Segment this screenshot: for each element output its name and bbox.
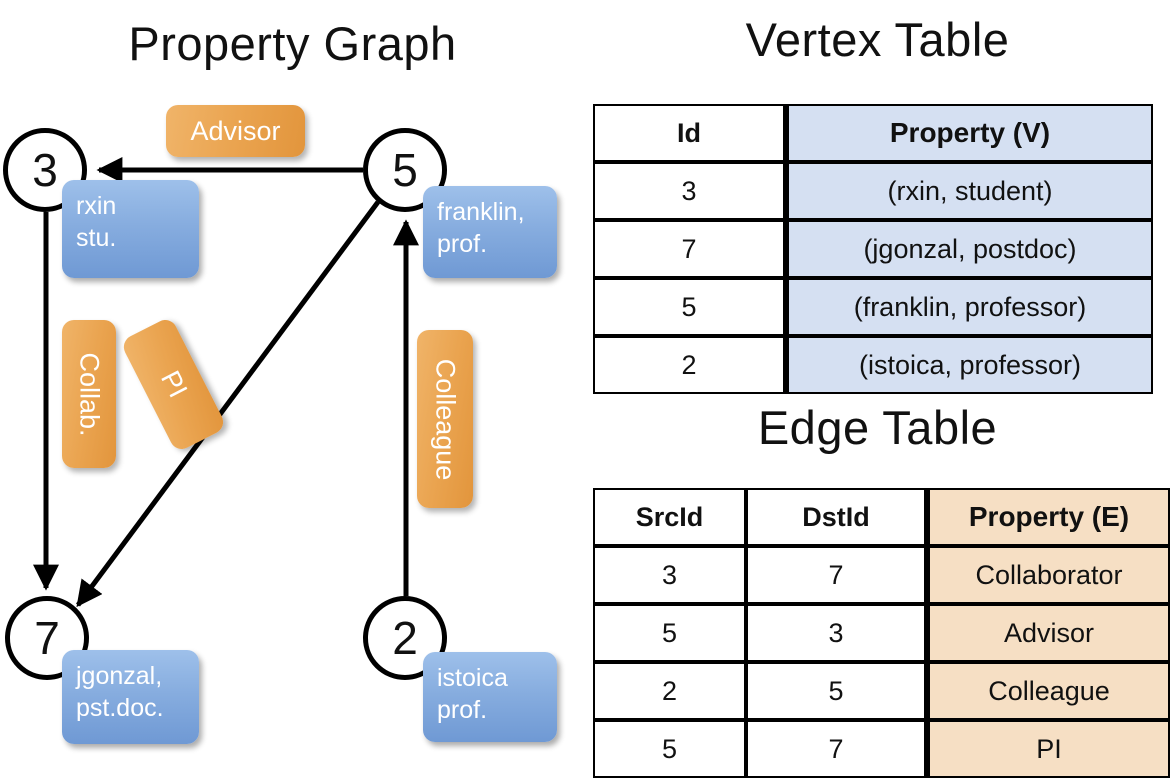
edge-table-cell-srcid: 5	[593, 604, 746, 662]
vertex-table-cell-property: (franklin, professor)	[785, 278, 1153, 336]
table-row: 7 (jgonzal, postdoc)	[593, 220, 1153, 278]
vertex-property-callout-rxin: rxin stu.	[62, 180, 199, 278]
vertex-property-callout-jgonzal-line1: jgonzal,	[76, 662, 163, 690]
edge-table-cell-property: PI	[926, 720, 1170, 778]
edge-property-callout-pi-text: PI	[154, 366, 194, 403]
table-row: 3 (rxin, student)	[593, 162, 1153, 220]
vertex-property-callout-rxin-line1: rxin	[76, 192, 117, 220]
vertex-table-cell-id: 7	[593, 220, 785, 278]
table-row: 5 (franklin, professor)	[593, 278, 1153, 336]
graph-vertex-7-id: 7	[34, 612, 60, 664]
vertex-property-callout-istoica-line2: prof.	[437, 696, 488, 724]
edge-property-callout-colleague-text: Colleague	[430, 358, 461, 480]
graph-edges-layer	[33, 157, 419, 608]
graph-vertex-5[interactable]: 5	[363, 128, 447, 212]
edge-table-cell-dstid: 7	[746, 720, 926, 778]
vertex-property-callout-rxin-line2: stu.	[76, 224, 117, 252]
edge-table-header-row: SrcId DstId Property (E)	[593, 488, 1170, 546]
edge-table-cell-srcid: 3	[593, 546, 746, 604]
edge-table-cell-srcid: 2	[593, 662, 746, 720]
edge-table-cell-property: Colleague	[926, 662, 1170, 720]
graph-vertex-2[interactable]: 2	[363, 596, 447, 680]
property-graph-diagram: 3 5 7 2 rxin stu. franklin, prof. jgonza…	[0, 0, 585, 760]
table-row: 5 3 Advisor	[593, 604, 1170, 662]
table-row: 5 7 PI	[593, 720, 1170, 778]
vertex-table-header-row: Id Property (V)	[593, 104, 1153, 162]
vertex-property-callout-jgonzal-line2: pst.doc.	[76, 694, 164, 722]
graph-vertex-2-id: 2	[392, 612, 418, 664]
edge-table-cell-dstid: 3	[746, 604, 926, 662]
edge-table-cell-property: Advisor	[926, 604, 1170, 662]
edge-property-callout-colleague: Colleague	[417, 330, 473, 508]
vertex-table: Id Property (V) 3 (rxin, student) 7 (jgo…	[593, 104, 1153, 394]
vertex-table-cell-id: 5	[593, 278, 785, 336]
vertex-property-callout-jgonzal: jgonzal, pst.doc.	[62, 650, 199, 744]
edge-property-callout-collab-text: Collab.	[74, 351, 105, 437]
vertex-table-cell-id: 3	[593, 162, 785, 220]
edge-property-callout-collab: Collab.	[62, 320, 116, 468]
edge-table-cell-dstid: 7	[746, 546, 926, 604]
vertex-property-callout-istoica-line1: istoica	[437, 664, 508, 692]
edge-table-header-property: Property (E)	[926, 488, 1170, 546]
page-title-vertex-table: Vertex Table	[745, 13, 1010, 66]
table-row: 3 7 Collaborator	[593, 546, 1170, 604]
page-title-property-graph: Property Graph	[128, 17, 457, 70]
graph-vertex-5-id: 5	[392, 144, 418, 196]
edge-table-header-dstid: DstId	[746, 488, 926, 546]
vertex-table-cell-property: (rxin, student)	[785, 162, 1153, 220]
vertex-table-header-property: Property (V)	[785, 104, 1153, 162]
edge-table-cell-srcid: 5	[593, 720, 746, 778]
vertex-property-callout-istoica: istoica prof.	[423, 652, 557, 742]
edge-table-cell-dstid: 5	[746, 662, 926, 720]
vertex-table-header-id: Id	[593, 104, 785, 162]
vertex-table-cell-property: (istoica, professor)	[785, 336, 1153, 394]
vertex-property-callout-franklin: franklin, prof.	[423, 186, 557, 278]
edge-property-callout-advisor-text: Advisor	[190, 115, 281, 146]
vertex-table-cell-property: (jgonzal, postdoc)	[785, 220, 1153, 278]
page-title-edge-table: Edge Table	[757, 401, 998, 454]
table-row: 2 (istoica, professor)	[593, 336, 1153, 394]
vertex-table-cell-id: 2	[593, 336, 785, 394]
edge-table-cell-property: Collaborator	[926, 546, 1170, 604]
edge-table-header-srcid: SrcId	[593, 488, 746, 546]
edge-table: SrcId DstId Property (E) 3 7 Collaborato…	[593, 488, 1170, 778]
vertex-property-callout-franklin-line2: prof.	[437, 230, 488, 258]
vertex-property-callout-franklin-line1: franklin,	[437, 198, 525, 226]
edge-property-callout-advisor: Advisor	[166, 105, 305, 157]
graph-vertex-3-id: 3	[32, 144, 58, 196]
graph-edge-5-to-7	[75, 200, 381, 608]
table-row: 2 5 Colleague	[593, 662, 1170, 720]
